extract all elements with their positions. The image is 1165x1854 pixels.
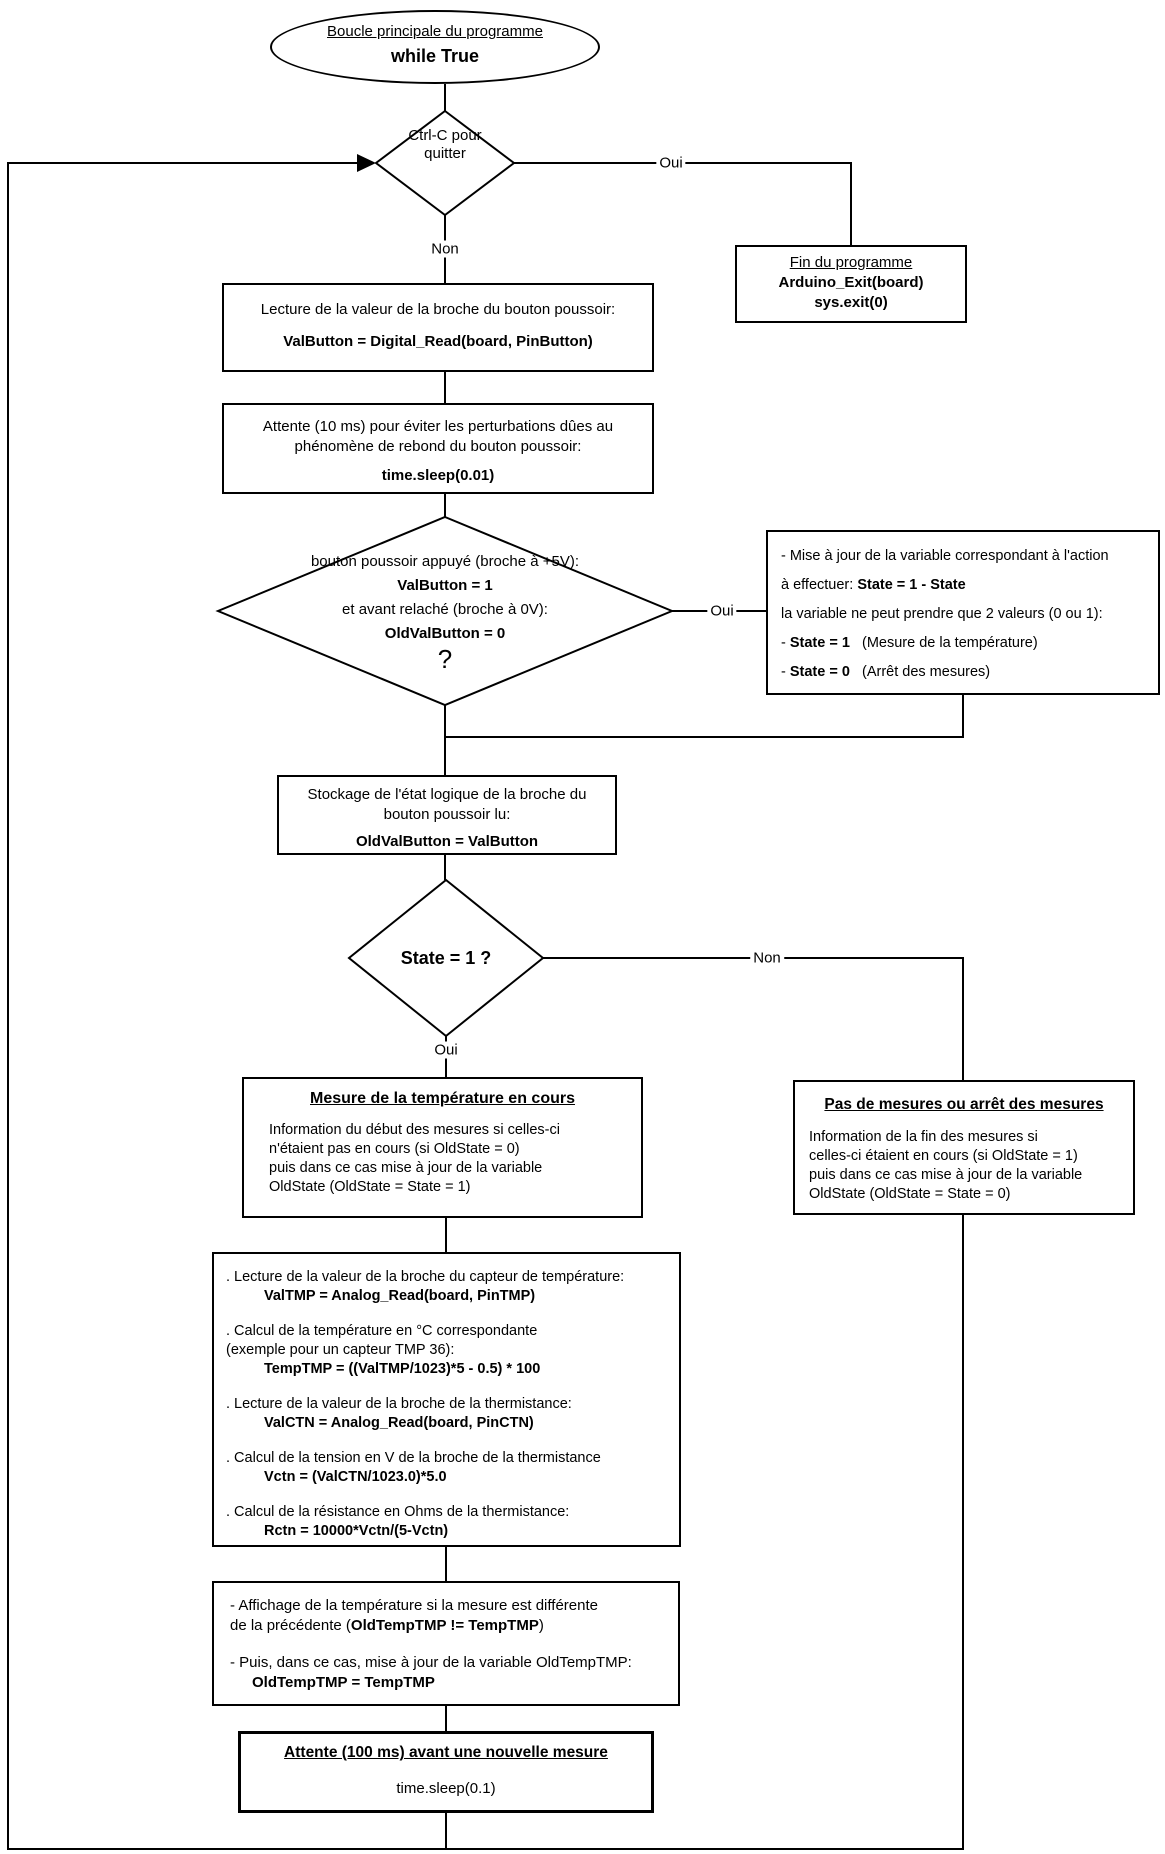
button-decision-question: ? <box>437 644 453 674</box>
no-measure-title: Pas de mesures ou arrêt des mesures <box>824 1096 1104 1113</box>
debounce-code: time.sleep(0.01) <box>381 467 495 484</box>
state-box-l1: - Mise à jour de la variable corresponda… <box>781 548 1109 564</box>
compute-s2-text2: (exemple pour un capteur TMP 36): <box>226 1342 455 1358</box>
store-text2: bouton poussoir lu: <box>383 806 511 823</box>
button-decision-line1: bouton poussoir appuyé (broche à +5V): <box>310 553 580 570</box>
debounce-text1: Attente (10 ms) pour éviter les perturba… <box>262 418 614 435</box>
display-code: OldTempTMP = TempTMP <box>252 1674 435 1691</box>
state-box-l2-pre: à effectuer: <box>781 577 858 593</box>
display-temperature-box: - Affichage de la température si la mesu… <box>212 1581 680 1706</box>
start-code: while True <box>390 46 480 66</box>
display-l2-post: ) <box>538 1617 544 1634</box>
button-decision-shape <box>215 515 675 707</box>
measuring-l4: OldState (OldState = State = 1) <box>269 1179 471 1195</box>
button-decision-code2: OldValButton = 0 <box>384 625 506 642</box>
read-button-box: Lecture de la valeur de la broche du bou… <box>222 283 654 372</box>
compute-s1-code: ValTMP = Analog_Read(board, PinTMP) <box>264 1288 536 1304</box>
compute-s3-text: . Lecture de la valeur de la broche de l… <box>226 1396 572 1412</box>
quit-decision-label: Ctrl-C pour quitter <box>376 127 514 163</box>
state-box-l5-pre: - <box>781 664 790 680</box>
state-update-box: - Mise à jour de la variable corresponda… <box>766 530 1160 695</box>
measuring-l1: Information du début des mesures si cell… <box>269 1122 560 1138</box>
wait-code: time.sleep(0.1) <box>396 1780 496 1797</box>
program-end-box: Fin du programme Arduino_Exit(board) sys… <box>735 245 967 323</box>
state-decision-shape <box>347 878 545 1038</box>
state-box-l2: à effectuer: State = 1 - State <box>781 571 1158 600</box>
read-button-text: Lecture de la valeur de la broche du bou… <box>260 301 616 318</box>
button-decision-code1: ValButton = 1 <box>397 577 493 594</box>
end-title: Fin du programme <box>789 254 913 271</box>
loop-back-line <box>7 162 964 1850</box>
sensor-computation-box: . Lecture de la valeur de la broche du c… <box>212 1252 681 1547</box>
loop-back-arrowhead <box>357 154 376 172</box>
debounce-text2: phénomène de rebond du bouton poussoir: <box>294 438 582 455</box>
no-measure-box: Pas de mesures ou arrêt des mesures Info… <box>793 1080 1135 1215</box>
measure-wait-box: Attente (100 ms) avant une nouvelle mesu… <box>238 1731 654 1813</box>
compute-s5-text: . Calcul de la résistance en Ohms de la … <box>226 1504 570 1520</box>
label-oui-state: Oui <box>431 1041 461 1059</box>
display-l2: de la précédente (OldTempTMP != TempTMP) <box>230 1616 678 1636</box>
state-box-l3: la variable ne peut prendre que 2 valeur… <box>781 606 1103 622</box>
display-l1: - Affichage de la température si la mesu… <box>230 1597 598 1614</box>
measuring-l3: puis dans ce cas mise à jour de la varia… <box>269 1160 543 1176</box>
state-box-l4: - State = 1 (Mesure de la température) <box>781 629 1158 658</box>
quit-decision-shape <box>374 109 516 217</box>
display-l2-pre: de la précédente ( <box>230 1617 351 1634</box>
label-oui-quit: Oui <box>656 154 686 172</box>
compute-s4-text: . Calcul de la tension en V de la broche… <box>226 1450 601 1466</box>
button-decision-label: bouton poussoir appuyé (broche à +5V): V… <box>245 550 645 672</box>
quit-decision-line1: Ctrl-C pour <box>408 127 482 144</box>
state-box-l5: - State = 0 (Arrêt des mesures) <box>781 658 1158 687</box>
no-measure-l3: puis dans ce cas mise à jour de la varia… <box>809 1167 1083 1183</box>
state-box-l4-post: (Mesure de la température) <box>849 635 1038 651</box>
quit-decision-line2: quitter <box>424 145 466 162</box>
compute-s2-text1: . Calcul de la température en °C corresp… <box>226 1323 538 1339</box>
wait-title: Attente (100 ms) avant une nouvelle mesu… <box>284 1744 608 1761</box>
connector-stateupdate-merge <box>445 695 964 738</box>
compute-s1-text: . Lecture de la valeur de la broche du c… <box>226 1269 625 1285</box>
state-box-l5-post: (Arrêt des mesures) <box>849 664 991 680</box>
measuring-l2: n'étaient pas en cours (si OldState = 0) <box>269 1141 520 1157</box>
no-measure-l4: OldState (OldState = State = 0) <box>809 1186 1011 1202</box>
label-non-state: Non <box>750 949 784 967</box>
compute-s5-code: Rctn = 10000*Vctn/(5-Vctn) <box>264 1523 449 1539</box>
connector-quit-oui-end <box>514 162 852 245</box>
no-measure-l2: celles-ci étaient en cours (si OldState … <box>809 1148 1078 1164</box>
state-box-l2-bold: State = 1 - State <box>857 577 966 593</box>
start-terminator: Boucle principale du programme while Tru… <box>270 10 600 84</box>
end-code2: sys.exit(0) <box>814 294 888 311</box>
state-box-l4-pre: - <box>781 635 790 651</box>
compute-s3-code: ValCTN = Analog_Read(board, PinCTN) <box>264 1415 534 1431</box>
state-decision-label: State = 1 ? <box>400 948 492 968</box>
display-l2-bold: OldTempTMP != TempTMP <box>350 1617 539 1634</box>
state-box-l4-bold: State = 1 <box>789 635 850 651</box>
measuring-title: Mesure de la température en cours <box>310 1090 575 1107</box>
end-code1: Arduino_Exit(board) <box>778 274 924 291</box>
measuring-box: Mesure de la température en cours Inform… <box>242 1077 643 1218</box>
start-title: Boucle principale du programme <box>327 23 543 40</box>
display-l3: - Puis, dans ce cas, mise à jour de la v… <box>230 1654 632 1671</box>
label-oui-button: Oui <box>707 602 737 620</box>
label-non-quit: Non <box>428 240 462 258</box>
read-button-code: ValButton = Digital_Read(board, PinButto… <box>283 333 593 350</box>
compute-s2-code: TempTMP = ((ValTMP/1023)*5 - 0.5) * 100 <box>264 1361 541 1377</box>
store-code: OldValButton = ValButton <box>355 833 539 850</box>
button-decision-line2: et avant relaché (broche à 0V): <box>342 601 548 618</box>
state-box-l5-bold: State = 0 <box>789 664 850 680</box>
connector-state-non-nomeasure <box>543 957 964 1080</box>
debounce-wait-box: Attente (10 ms) pour éviter les perturba… <box>222 403 654 494</box>
store-button-state-box: Stockage de l'état logique de la broche … <box>277 775 617 855</box>
compute-s4-code: Vctn = (ValCTN/1023.0)*5.0 <box>264 1469 447 1485</box>
no-measure-l1: Information de la fin des mesures si <box>809 1129 1038 1145</box>
store-text1: Stockage de l'état logique de la broche … <box>307 786 587 803</box>
